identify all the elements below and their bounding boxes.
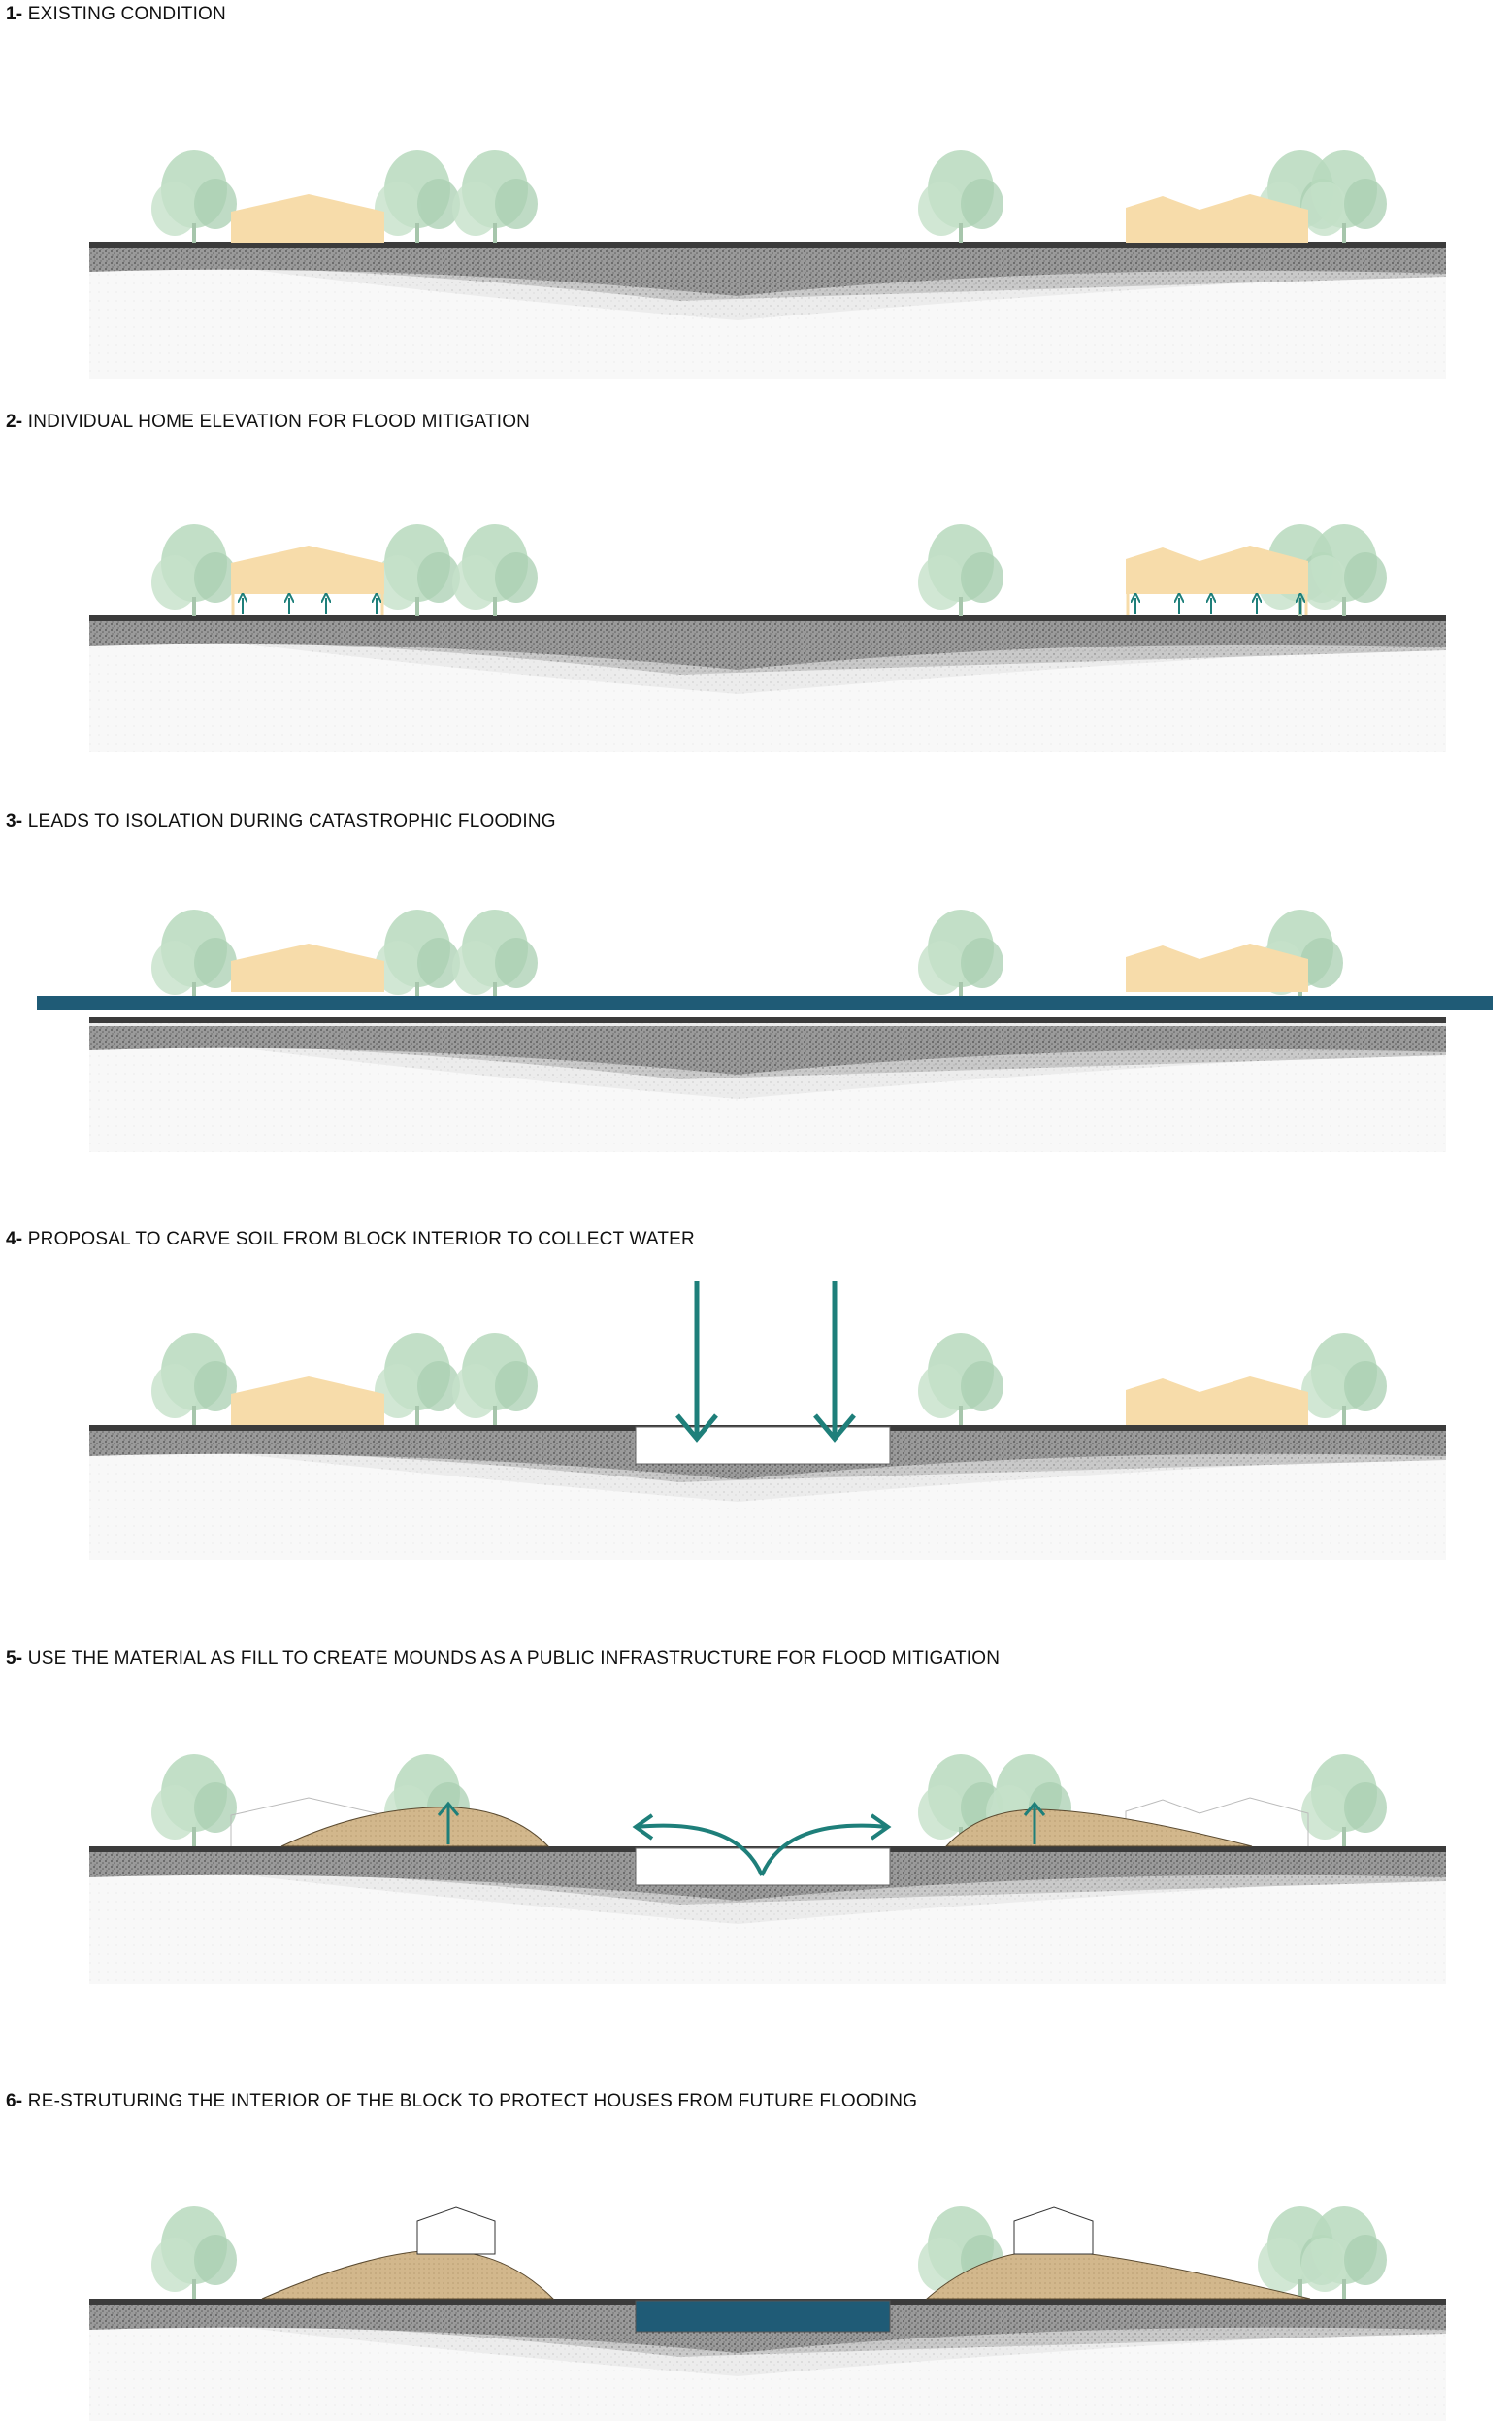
retention-pond [635, 2300, 891, 2333]
step-3-panel: 3- LEADS TO ISOLATION DURING CATASTROPHI… [0, 808, 1512, 1196]
section-drawing [89, 1281, 1446, 1560]
step-6-panel: 6- RE-STRUTURING THE INTERIOR OF THE BLO… [0, 2087, 1512, 2421]
arrow-down-icon [675, 1281, 856, 1443]
step-title: INDIVIDUAL HOME ELEVATION FOR FLOOD MITI… [27, 412, 531, 432]
house-icon [231, 194, 384, 243]
tree-icon [452, 910, 538, 1002]
step-title: LEADS TO ISOLATION DURING CATASTROPHIC F… [27, 812, 556, 832]
section-drawing [89, 150, 1446, 379]
house-icon [231, 546, 384, 594]
step-5-panel: 5- USE THE MATERIAL AS FILL TO CREATE MO… [0, 1644, 1512, 2033]
step-4-panel: 4- PROPOSAL TO CARVE SOIL FROM BLOCK INT… [0, 1225, 1512, 1613]
step-caption: 5- USE THE MATERIAL AS FILL TO CREATE MO… [6, 1648, 1000, 1670]
carved-basin [635, 1847, 891, 1886]
house-icon [1126, 1376, 1308, 1425]
section-drawing [37, 910, 1493, 1152]
section-drawing [89, 1754, 1446, 1984]
tree-icon [452, 524, 538, 616]
curved-arrows-icon [632, 1813, 892, 1876]
tree-icon [375, 1333, 460, 1425]
step-caption: 1- EXISTING CONDITION [6, 4, 226, 25]
tree-icon [918, 150, 1003, 243]
tree-icon [375, 910, 460, 1002]
house-icon [1013, 2206, 1094, 2255]
step-number: 5- [6, 1648, 23, 1669]
house-icon [1126, 944, 1308, 992]
house-icon [1126, 546, 1308, 594]
tree-icon [1301, 1754, 1387, 1846]
tree-icon [151, 150, 237, 243]
soil-layers [89, 242, 1446, 379]
flood-water [37, 996, 1493, 1010]
tree-icon [452, 150, 538, 243]
section-drawing [89, 2206, 1446, 2421]
step-caption: 2- INDIVIDUAL HOME ELEVATION FOR FLOOD M… [6, 412, 530, 433]
house-icon [231, 1376, 384, 1425]
step-number: 1- [6, 4, 23, 24]
arrow-up-icon [437, 1801, 1046, 1844]
house-icon [416, 2206, 496, 2255]
tree-icon [452, 1333, 538, 1425]
soil-layers [89, 2299, 1446, 2421]
tree-icon [918, 524, 1003, 616]
fill-mound [944, 1808, 1253, 1847]
tree-icon [918, 1333, 1003, 1425]
tree-icon [151, 2206, 237, 2299]
tree-icon [918, 910, 1003, 1002]
step-1-panel: 1- EXISTING CONDITION [0, 0, 1512, 388]
step-number: 4- [6, 1229, 23, 1249]
house-icon [1126, 194, 1308, 243]
step-title: EXISTING CONDITION [27, 4, 226, 24]
stilts [231, 594, 1308, 615]
fill-mound [261, 2249, 555, 2300]
step-caption: 4- PROPOSAL TO CARVE SOIL FROM BLOCK INT… [6, 1229, 695, 1250]
tree-icon [375, 524, 460, 616]
section-drawing [89, 524, 1446, 752]
tree-icon [1301, 1333, 1387, 1425]
step-title: USE THE MATERIAL AS FILL TO CREATE MOUND… [27, 1648, 1001, 1669]
step-number: 2- [6, 412, 23, 432]
soil-layers [89, 1425, 1446, 1560]
tree-icon [151, 1754, 237, 1846]
soil-layers [89, 615, 1446, 752]
step-caption: 6- RE-STRUTURING THE INTERIOR OF THE BLO… [6, 2091, 917, 2112]
tree-icon [375, 150, 460, 243]
step-number: 3- [6, 812, 23, 832]
house-icon [231, 944, 384, 992]
tree-icon [151, 524, 237, 616]
step-caption: 3- LEADS TO ISOLATION DURING CATASTROPHI… [6, 812, 556, 833]
carved-basin [635, 1426, 891, 1465]
soil-layers [89, 1021, 1446, 1152]
step-2-panel: 2- INDIVIDUAL HOME ELEVATION FOR FLOOD M… [0, 408, 1512, 796]
tree-icon [151, 1333, 237, 1425]
soil-layers [89, 1846, 1446, 1984]
tree-icon [151, 910, 237, 1002]
step-title: RE-STRUTURING THE INTERIOR OF THE BLOCK … [27, 2091, 918, 2111]
fill-mound [280, 1807, 550, 1847]
step-title: PROPOSAL TO CARVE SOIL FROM BLOCK INTERI… [27, 1229, 695, 1249]
step-number: 6- [6, 2091, 23, 2111]
arrow-up-icon [243, 598, 1300, 614]
house-outline [1125, 1797, 1309, 1846]
